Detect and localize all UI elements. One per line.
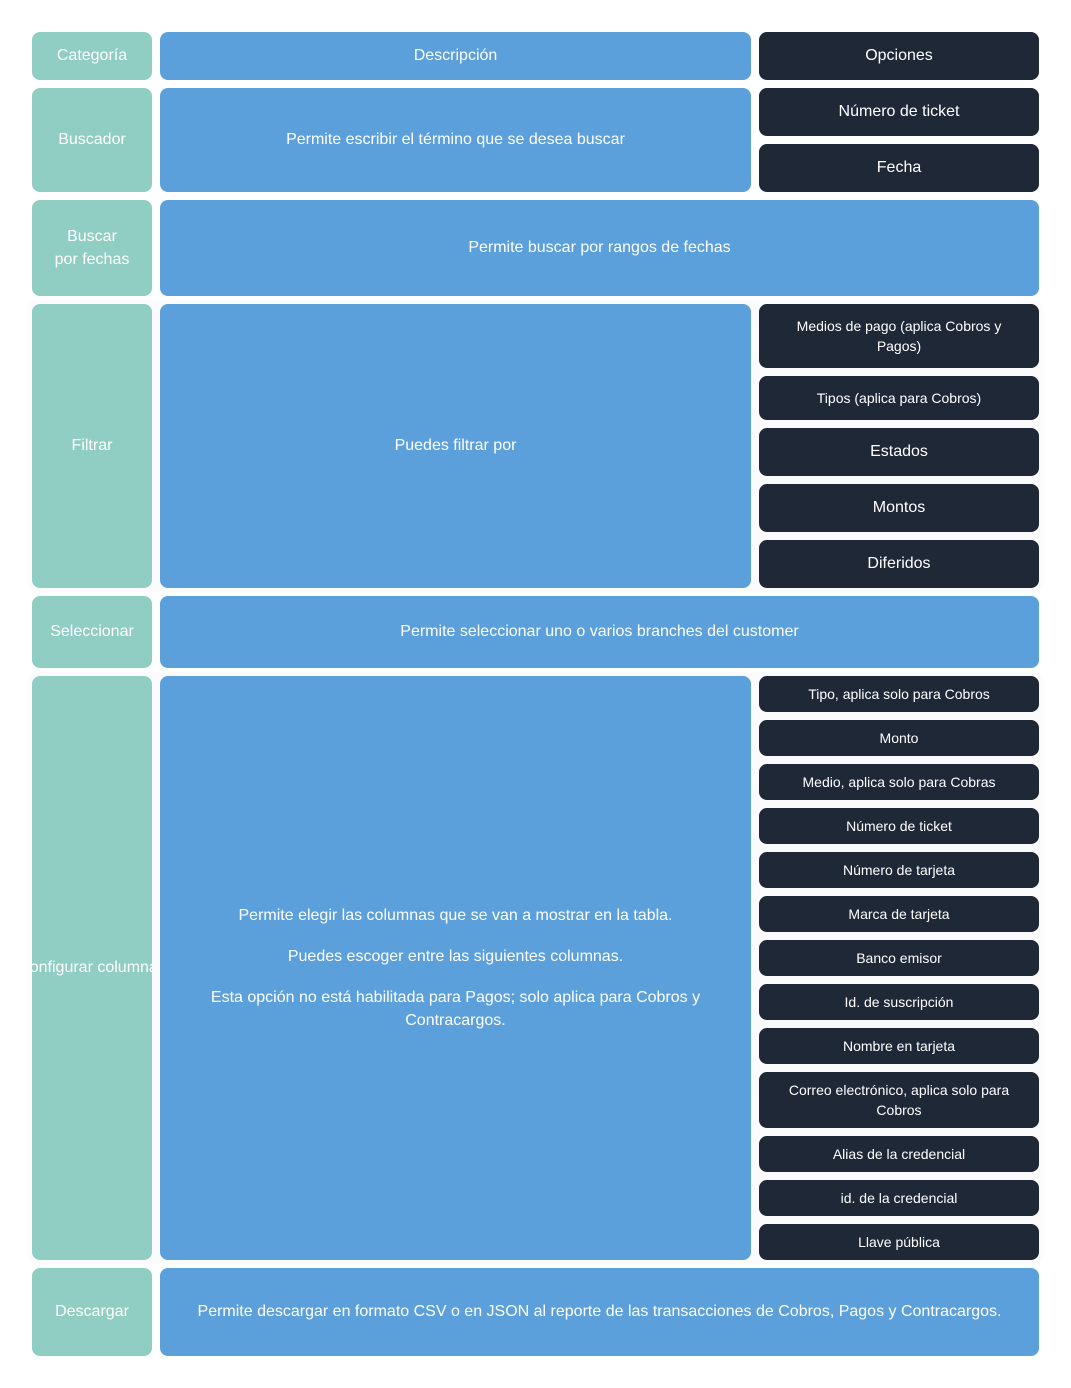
header-category: Categoría [32,32,152,80]
description-buscador: Permite escribir el término que se desea… [160,88,751,192]
option-col-numero-tarjeta: Número de tarjeta [759,852,1039,888]
option-col-tipo: Tipo, aplica solo para Cobros [759,676,1039,712]
header-options: Opciones [759,32,1039,80]
option-diferidos: Diferidos [759,540,1039,588]
option-col-correo: Correo electrónico, aplica solo para Cob… [759,1072,1039,1128]
option-col-nombre-tarjeta: Nombre en tarjeta [759,1028,1039,1064]
description-configurar-p3: Esta opción no está habilitada para Pago… [210,989,701,1030]
option-col-medio: Medio, aplica solo para Cobras [759,764,1039,800]
category-buscar-line1: Buscar [67,227,117,245]
category-buscar-por-fechas: Buscar por fechas [32,200,152,296]
option-medios-de-pago: Medios de pago (aplica Cobros y Pagos) [759,304,1039,368]
description-configurar-columnas: Permite elegir las columnas que se van a… [160,676,751,1260]
category-configurar-columnas: Configurar columnas [32,676,152,1260]
description-seleccionar: Permite seleccionar uno o varios branche… [160,596,1039,668]
description-configurar-p1: Permite elegir las columnas que se van a… [238,906,673,924]
option-fecha: Fecha [759,144,1039,192]
category-configurar-label: Configurar columnas [32,959,152,977]
option-tipos: Tipos (aplica para Cobros) [759,376,1039,420]
category-seleccionar: Seleccionar [32,596,152,668]
description-descargar: Permite descargar en formato CSV o en JS… [160,1268,1039,1356]
description-configurar-p2: Puedes escoger entre las siguientes colu… [287,947,624,965]
option-numero-ticket: Número de ticket [759,88,1039,136]
header-description: Descripción [160,32,751,80]
option-col-banco-emisor: Banco emisor [759,940,1039,976]
option-col-numero-ticket: Número de ticket [759,808,1039,844]
category-buscar-line2: por fechas [54,251,130,268]
option-col-alias-credencial: Alias de la credencial [759,1136,1039,1172]
category-buscador: Buscador [32,88,152,192]
category-filtrar: Filtrar [32,304,152,588]
option-col-marca-tarjeta: Marca de tarjeta [759,896,1039,932]
description-buscar-por-fechas: Permite buscar por rangos de fechas [160,200,1039,296]
description-filtrar: Puedes filtrar por [160,304,751,588]
option-estados: Estados [759,428,1039,476]
category-descargar: Descargar [32,1268,152,1356]
option-col-llave-publica: Llave pública [759,1224,1039,1260]
option-montos: Montos [759,484,1039,532]
option-col-id-suscripcion: Id. de suscripción [759,984,1039,1020]
option-col-id-credencial: id. de la credencial [759,1180,1039,1216]
option-col-monto: Monto [759,720,1039,756]
